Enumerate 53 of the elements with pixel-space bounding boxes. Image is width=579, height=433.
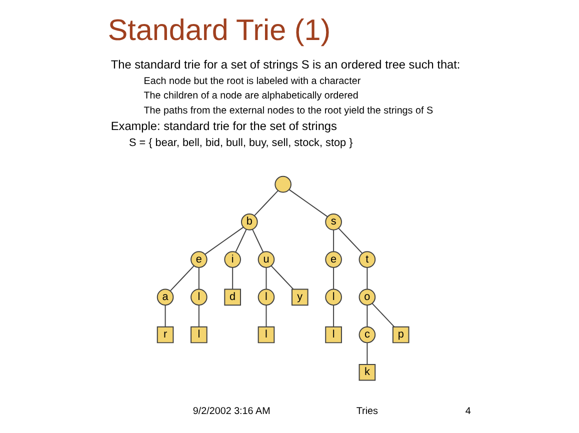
connector (234, 228, 246, 253)
connector (254, 190, 278, 216)
node-box: k (358, 364, 376, 381)
connector (252, 228, 264, 253)
connector (366, 342, 368, 365)
node-circle: u (257, 251, 274, 268)
node-circle: l (257, 288, 274, 306)
node-circle: l (324, 288, 342, 306)
node-circle: i (224, 251, 240, 268)
node-circle: t (358, 251, 376, 268)
label: Each node but the root is labeled with a character (143, 76, 360, 87)
node-circle: a (156, 288, 174, 306)
label: S = { bear, bell, bid, bull, buy, sell, stock, stop } (128, 137, 352, 150)
connector (288, 189, 328, 218)
connector (366, 304, 368, 328)
label: Tries (356, 406, 378, 417)
node-box: r (156, 326, 174, 344)
connector (332, 230, 334, 252)
connector (265, 267, 266, 290)
node-box: l (257, 326, 274, 344)
node-circle: c (358, 326, 376, 344)
node-box: y (290, 288, 308, 306)
node-circle: b (240, 214, 258, 230)
label: The paths from the external nodes to the root yield the strings of S (143, 106, 433, 117)
connector (332, 267, 334, 290)
label: 9/2/2002 3:16 AM (192, 406, 270, 417)
connector (232, 267, 233, 290)
node-circle (274, 176, 291, 193)
connector (164, 304, 166, 328)
connector (198, 267, 199, 290)
node-box: p (392, 326, 409, 344)
connector (332, 304, 334, 328)
connector (170, 265, 194, 292)
node-circle: e (190, 251, 207, 268)
connector (371, 302, 394, 328)
diagram-title: Standard Trie (1) (107, 14, 330, 47)
node-circle: l (190, 288, 207, 306)
node-circle: s (324, 214, 342, 230)
node-box: l (190, 326, 207, 344)
node-box: d (224, 288, 240, 306)
connector (265, 304, 266, 328)
label: 4 (464, 406, 470, 417)
connector (204, 226, 244, 255)
connector (338, 228, 362, 254)
label: Example: standard trie for the set of strings (110, 118, 336, 133)
connector (270, 265, 294, 290)
connector (366, 267, 368, 290)
label: The children of a node are alphabetically ordered (143, 90, 358, 102)
node-circle: e (324, 251, 342, 268)
node-circle: o (358, 288, 376, 306)
node-box: l (324, 326, 342, 344)
connector (198, 304, 199, 328)
label: The standard trie for a set of strings S is an ordered tree such that: (110, 58, 460, 72)
